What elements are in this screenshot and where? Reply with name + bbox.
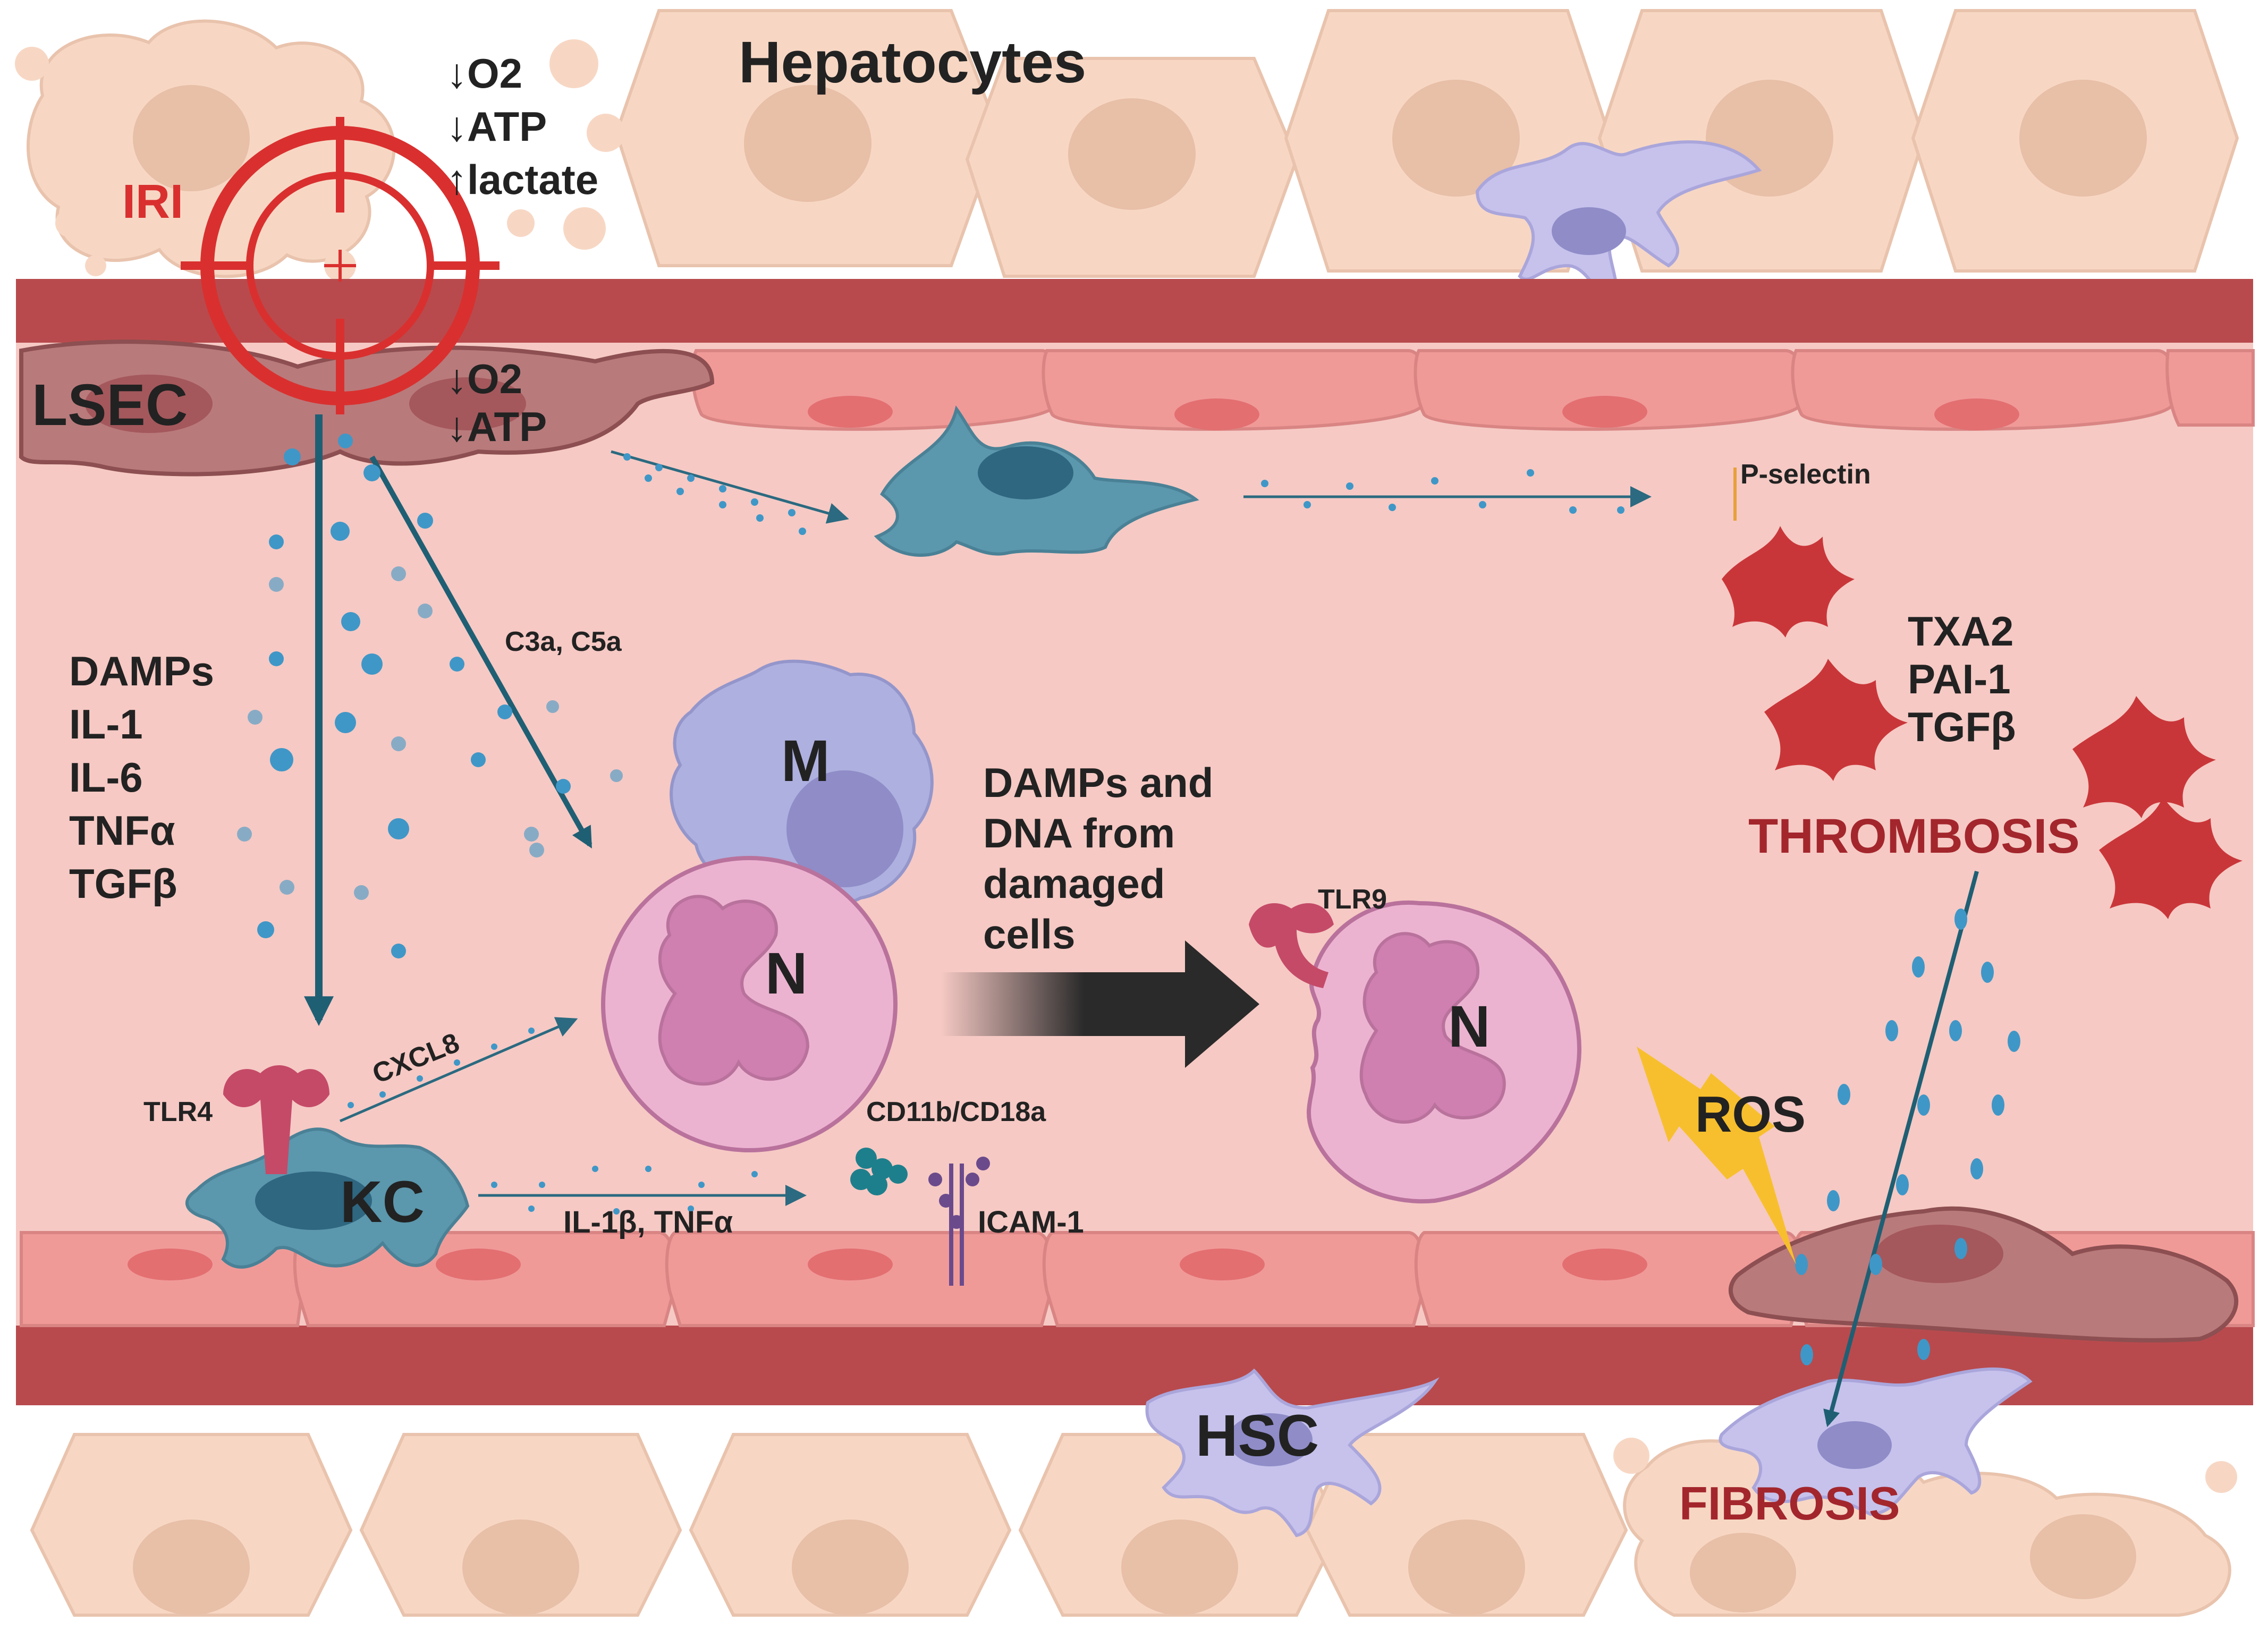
label-neutrophil-right: N: [1448, 994, 1490, 1059]
neutrophil-main: [601, 856, 898, 1152]
label-o2-top: ↓O2: [446, 50, 522, 97]
label-hsc: HSC: [1196, 1403, 1319, 1468]
small-dot-trails: [348, 453, 1624, 1215]
label-lsec: LSEC: [32, 372, 188, 438]
icam1-receptor-icon: [928, 1157, 990, 1286]
label-hepatocytes: Hepatocytes: [739, 30, 1086, 95]
platelets: [1722, 526, 2242, 919]
label-il1: IL-1: [69, 701, 143, 748]
stellate-cell-hsc: [1145, 1368, 1440, 1538]
label-damps-dna-2: DNA from: [983, 810, 1175, 856]
label-damps-dna-4: cells: [983, 911, 1075, 957]
label-thrombosis: THROMBOSIS: [1748, 809, 2080, 863]
stellate-cell-fibrosis: [1719, 1367, 2033, 1516]
tlr4-receptor-icon: [223, 1065, 329, 1174]
label-atp-top: ↓ATP: [446, 103, 547, 150]
ros-lightning-icon: [1637, 1047, 1796, 1264]
label-damps-dna-1: DAMPs and: [983, 759, 1213, 806]
target-crosshair-icon: [181, 117, 500, 414]
label-atp-lsec: ↓ATP: [446, 403, 547, 450]
hepatocyte-cell: [1911, 9, 2239, 273]
macrophage: [670, 659, 934, 910]
label-tnfa: TNFα: [69, 807, 175, 854]
hepatocyte-cell: [965, 57, 1299, 278]
label-fibrosis: FIBROSIS: [1679, 1477, 1900, 1530]
label-tgfb-right: TGFβ: [1908, 703, 2016, 750]
tlr9-receptor-icon: [1249, 903, 1334, 988]
ros-droplets: [1795, 909, 2020, 1365]
label-damps: DAMPs: [69, 648, 214, 694]
label-tlr4: TLR4: [143, 1097, 213, 1127]
cd11b-receptor-icon: [850, 1148, 908, 1195]
label-p-selectin: P-selectin: [1740, 459, 1871, 490]
label-txa2: TXA2: [1908, 608, 2013, 655]
label-iri: IRI: [122, 175, 183, 228]
label-icam1: ICAM-1: [978, 1205, 1084, 1240]
label-o2-lsec: ↓O2: [446, 355, 522, 402]
neutrophil-right: [1306, 900, 1581, 1204]
kupffer-cell-kc: [185, 1127, 470, 1269]
stellate-cell-top: [1475, 140, 1762, 311]
label-pai1: PAI-1: [1908, 656, 2011, 702]
hepatocyte-cell: [1597, 9, 1926, 273]
label-kc: KC: [340, 1169, 425, 1235]
damaged-hepatocyte: [15, 19, 625, 282]
hepatocyte-cell: [689, 1433, 1012, 1617]
signal-arrows: [304, 414, 1979, 1428]
label-ros: ROS: [1695, 1086, 1806, 1143]
label-c3a-c5a: C3a, C5a: [505, 626, 622, 657]
cytokine-dots: [237, 434, 623, 958]
label-il1b-tnfa: IL-1β, TNFα: [563, 1205, 733, 1240]
hepatocyte-cell: [30, 1433, 353, 1617]
label-lactate: ↑lactate: [446, 156, 598, 203]
hepatocyte-row-bottom: [0, 1367, 2268, 1630]
label-damps-dna-3: damaged: [983, 860, 1165, 907]
endothelial-layer-top: [19, 339, 2255, 477]
label-neutrophil-main: N: [765, 941, 807, 1006]
label-tgfb: TGFβ: [69, 860, 177, 907]
hepatocyte-row-top: [0, 0, 2268, 311]
label-macrophage: M: [781, 728, 830, 794]
label-cd11b: CD11b/CD18a: [866, 1097, 1046, 1127]
label-il6: IL-6: [69, 754, 143, 801]
activated-kupffer-cell: [874, 405, 1199, 557]
hepatocyte-cell: [359, 1433, 682, 1617]
label-tlr9: TLR9: [1318, 884, 1387, 915]
